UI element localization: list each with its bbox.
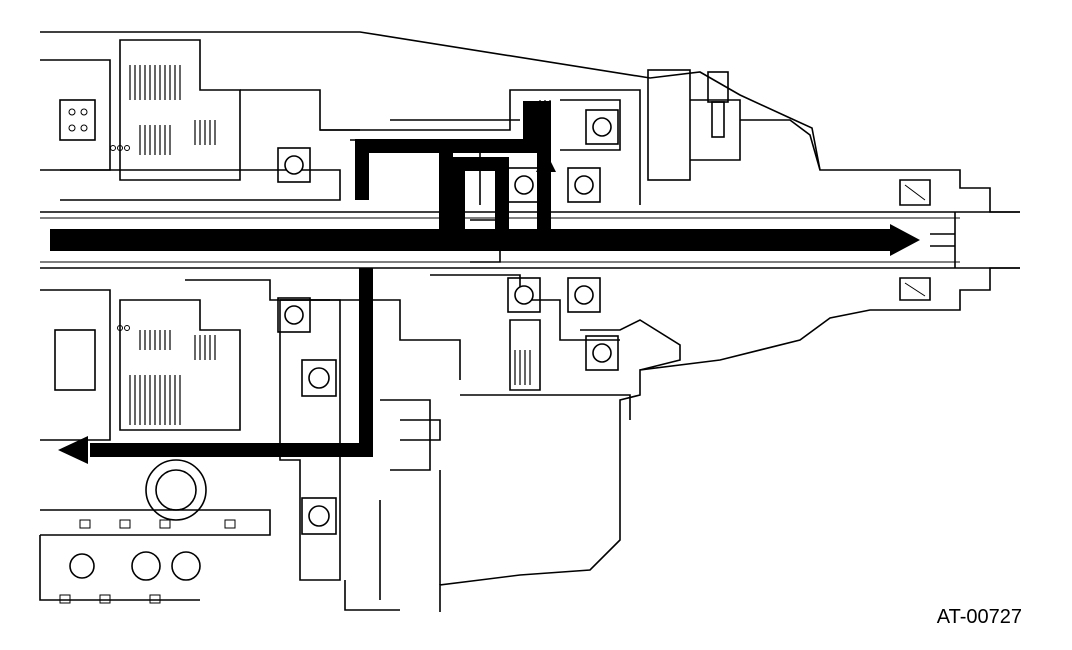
figure-code: AT-00727 bbox=[936, 606, 1022, 628]
upward-arrow-head bbox=[536, 152, 556, 172]
lower-clutch-pack bbox=[40, 279, 330, 441]
bearing-lower-right-a bbox=[507, 277, 541, 313]
bearing-lower-right-b bbox=[567, 277, 601, 313]
top-branch-flow bbox=[446, 101, 551, 240]
bearing-lower-left bbox=[277, 297, 311, 333]
front-drive-arrow-head bbox=[58, 436, 88, 464]
bearing-upper-left bbox=[277, 147, 311, 183]
bearing-upper-right-a bbox=[507, 167, 541, 203]
power-flow-path bbox=[50, 101, 920, 464]
output-housing bbox=[647, 69, 931, 301]
output-arrow-head bbox=[890, 224, 920, 256]
bearing-transfer-top bbox=[301, 359, 337, 397]
bearing-transfer-bottom bbox=[301, 497, 337, 535]
upper-clutch-pack bbox=[40, 39, 360, 201]
upper-loop-flow bbox=[451, 157, 509, 240]
front-drive-flow bbox=[90, 268, 373, 457]
bearing-upper-right-b bbox=[567, 167, 601, 203]
transfer-drive-gear bbox=[279, 299, 631, 611]
lower-valve-body bbox=[39, 459, 271, 604]
upper-branch-flow bbox=[355, 139, 453, 240]
bearing-lower-mid bbox=[585, 335, 619, 371]
bearing-top bbox=[585, 109, 619, 145]
